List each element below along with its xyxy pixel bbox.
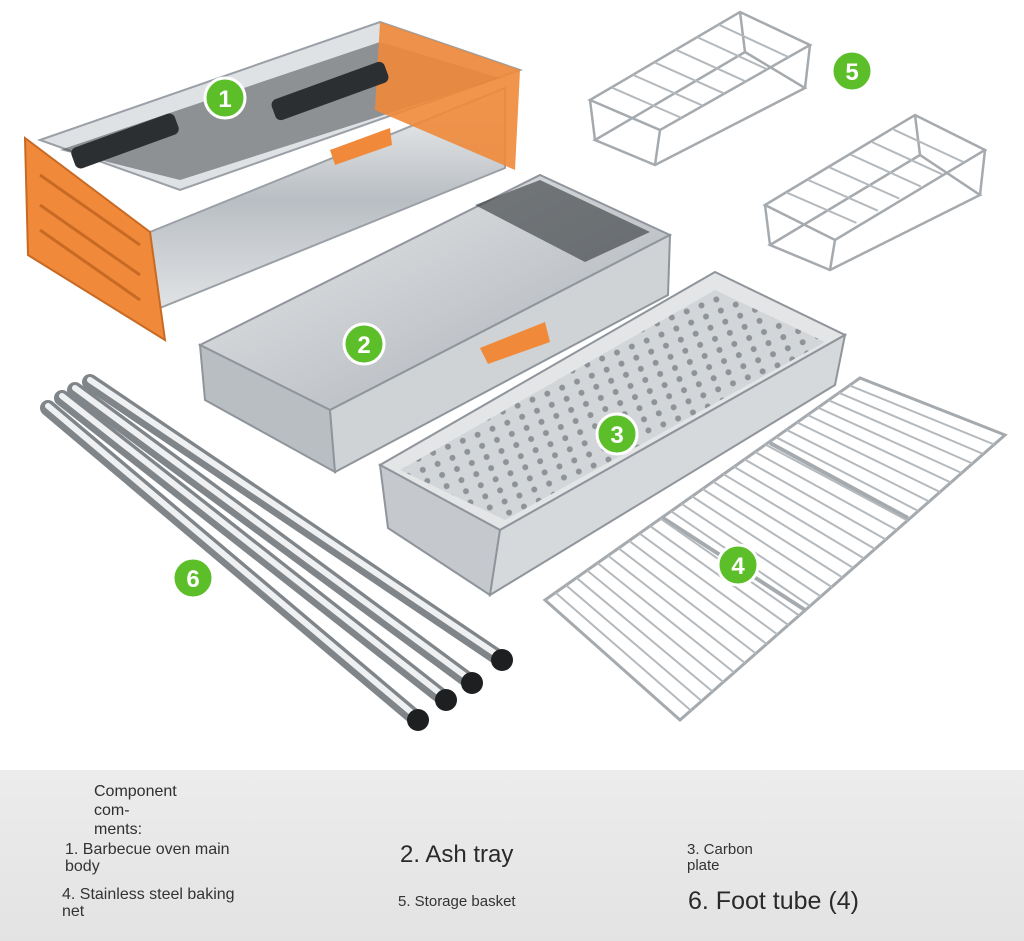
badge-1: 1 xyxy=(203,76,247,120)
badge-2: 2 xyxy=(342,322,386,366)
product-photo: 1 2 3 4 5 6 xyxy=(23,10,1008,731)
badge-6: 6 xyxy=(171,556,215,600)
component-legend: Component com-ments: 1. Barbecue oven ma… xyxy=(0,770,1024,941)
badge-4: 4 xyxy=(716,543,760,587)
carbon-plate xyxy=(377,270,848,597)
storage-basket-1 xyxy=(587,10,813,167)
svg-text:6: 6 xyxy=(186,566,199,593)
legend-heading: Component com-ments: xyxy=(94,783,177,839)
svg-text:2: 2 xyxy=(357,332,370,359)
svg-text:3: 3 xyxy=(610,422,623,449)
foot-tubes xyxy=(40,374,513,731)
ash-tray xyxy=(197,173,673,474)
legend-item-foot-tube: 6. Foot tube (4) xyxy=(688,887,859,915)
svg-text:1: 1 xyxy=(218,86,231,113)
legend-item-ash-tray: 2. Ash tray xyxy=(400,841,514,868)
svg-text:4: 4 xyxy=(731,553,745,580)
badge-5: 5 xyxy=(830,49,874,93)
oven-main-body xyxy=(23,20,524,342)
svg-text:5: 5 xyxy=(845,59,858,86)
storage-basket-2 xyxy=(762,113,988,272)
badge-3: 3 xyxy=(595,412,639,456)
legend-item-storage-basket: 5. Storage basket xyxy=(398,893,516,910)
